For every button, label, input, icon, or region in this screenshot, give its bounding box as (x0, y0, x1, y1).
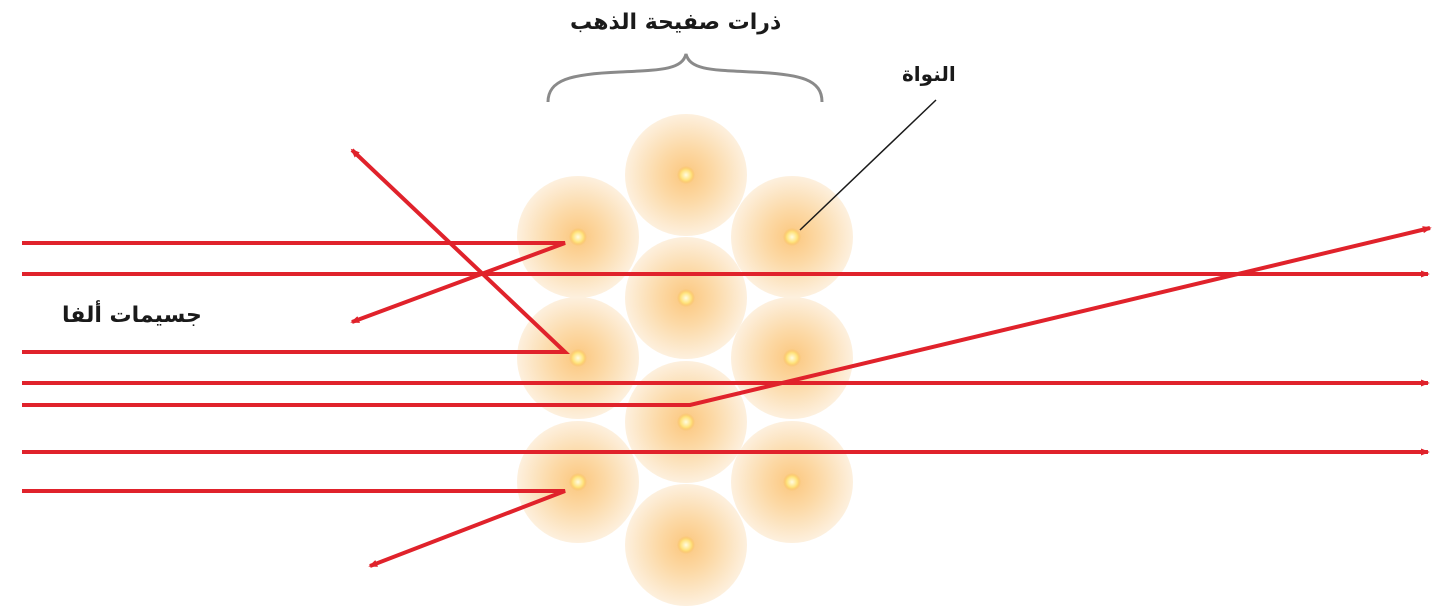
gold-atom (625, 484, 747, 606)
gold-atom (731, 297, 853, 419)
gold-atom (625, 114, 747, 236)
nucleus-dot (677, 413, 695, 431)
nucleus-dot (783, 228, 801, 246)
gold-atoms-label: ذرات صفيحة الذهب (570, 10, 781, 35)
gold-atoms-brace (548, 54, 822, 102)
nucleus-dot (677, 536, 695, 554)
gold-atoms (517, 114, 853, 606)
alpha-particles-label: جسيمات ألفا (62, 303, 202, 328)
gold-atom (517, 297, 639, 419)
gold-atom (731, 176, 853, 298)
alpha-beam-7 (22, 491, 565, 566)
gold-atom (731, 421, 853, 543)
nucleus-dot (783, 349, 801, 367)
nucleus-dot (569, 228, 587, 246)
nucleus-leader-line (800, 100, 936, 230)
nucleus-label: النواة (902, 62, 956, 86)
gold-atom (625, 361, 747, 483)
nucleus-dot (569, 473, 587, 491)
nucleus-dot (783, 473, 801, 491)
nucleus-dot (677, 166, 695, 184)
nucleus-dot (569, 349, 587, 367)
nucleus-dot (677, 289, 695, 307)
gold-atom (625, 237, 747, 359)
gold-atom (517, 176, 639, 298)
gold-atom (517, 421, 639, 543)
